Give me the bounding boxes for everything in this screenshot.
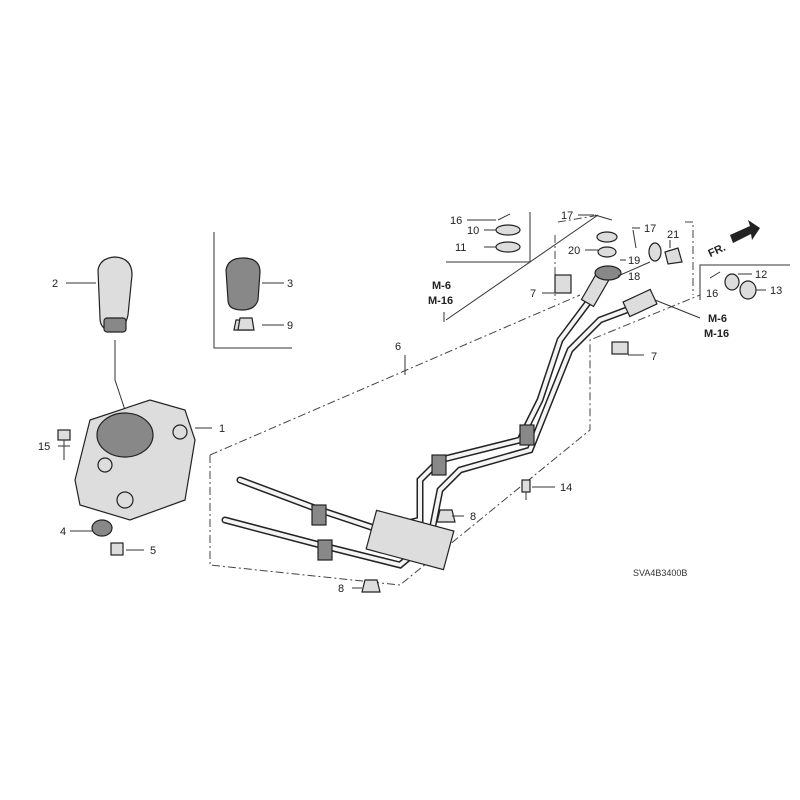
ref-m6-left: M-6 xyxy=(432,280,451,292)
label-16b: 16 xyxy=(706,288,718,300)
label-19: 19 xyxy=(628,255,640,267)
ref-m6-right: M-6 xyxy=(708,313,727,325)
diagram-code: SVA4B3400B xyxy=(633,568,687,578)
bolt-15 xyxy=(57,429,71,460)
label-18: 18 xyxy=(628,271,640,283)
label-13: 13 xyxy=(770,285,782,297)
shift-knob xyxy=(97,256,133,333)
label-10: 10 xyxy=(467,225,479,237)
label-5: 5 xyxy=(150,545,156,557)
label-3: 3 xyxy=(287,278,293,290)
front-label: FR. xyxy=(706,242,727,260)
nut-5 xyxy=(110,542,124,556)
label-12: 12 xyxy=(755,269,767,281)
cable-assembly-outline xyxy=(209,214,701,586)
label-7b: 7 xyxy=(651,351,657,363)
label-17a: 17 xyxy=(561,210,573,222)
label-14: 14 xyxy=(560,482,572,494)
label-8b: 8 xyxy=(338,583,344,595)
bushing-4 xyxy=(91,519,113,537)
label-7a: 7 xyxy=(530,288,536,300)
label-1: 1 xyxy=(219,423,225,435)
leader-lines xyxy=(58,214,766,589)
label-6: 6 xyxy=(395,341,401,353)
label-11: 11 xyxy=(455,242,466,254)
label-2: 2 xyxy=(52,278,58,290)
small-parts xyxy=(237,213,757,593)
label-8a: 8 xyxy=(470,511,476,523)
label-16a: 16 xyxy=(450,215,462,227)
label-15: 15 xyxy=(38,441,50,453)
label-21: 21 xyxy=(667,229,679,241)
label-17b: 17 xyxy=(644,223,656,235)
label-4: 4 xyxy=(60,526,66,538)
knob-option-box xyxy=(213,232,292,349)
label-20: 20 xyxy=(568,245,580,257)
shift-lever-assembly xyxy=(74,340,196,521)
label-9: 9 xyxy=(287,320,293,332)
shift-cables xyxy=(221,272,658,571)
leader-m6-right xyxy=(654,299,701,319)
ref-m16-left: M-16 xyxy=(428,295,453,307)
washer-box-right xyxy=(699,264,790,300)
ref-m16-right: M-16 xyxy=(704,328,729,340)
leader-m6-left xyxy=(445,214,599,321)
front-arrow: FR. xyxy=(706,220,760,260)
